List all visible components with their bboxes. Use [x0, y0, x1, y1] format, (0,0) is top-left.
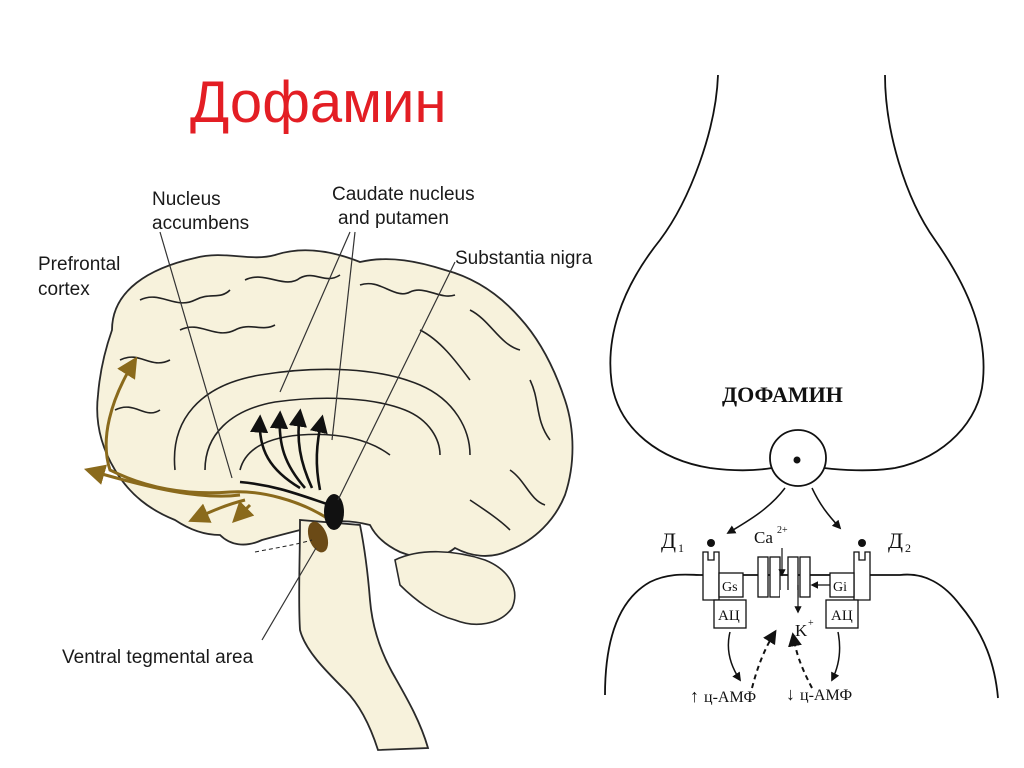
d2-label: Д: [888, 528, 903, 553]
synapse-diagram: ДОФАМИН Д 1 Gs АЦ Ca 2+ K +: [604, 74, 999, 706]
synapse-heading: ДОФАМИН: [722, 382, 843, 407]
cerebellum: [394, 550, 516, 626]
release-arrow-left: [726, 487, 786, 534]
ca-label: Ca: [754, 528, 773, 547]
slide-title: Дофамин: [190, 70, 446, 135]
d2-receptor: [825, 539, 871, 629]
d1-label: Д: [661, 528, 676, 553]
label-caudate-line2: and putamen: [338, 208, 449, 229]
nigrostriatal-pathway: [239, 408, 331, 507]
label-nucleus-line2: accumbens: [152, 213, 249, 234]
presynaptic-terminal: [609, 74, 985, 472]
gyri-lines: [114, 274, 551, 531]
d1-receptor: [702, 539, 747, 629]
label-leaders: [159, 231, 456, 641]
dashed-boundary: [254, 539, 313, 553]
dashed-arrow-right: [788, 632, 813, 689]
fornix: [239, 433, 391, 471]
gi-label: Gi: [833, 580, 847, 595]
ac-right-label: АЦ: [831, 608, 853, 624]
cerebrum-outline: [96, 249, 574, 559]
gs-label: Gs: [722, 580, 738, 595]
mesocortical-pathway: [83, 356, 331, 523]
camp-down-arrow: ↓: [786, 684, 795, 704]
camp-up-arrow: ↑: [690, 686, 699, 706]
ion-channels: [757, 556, 811, 602]
d1-sub: 1: [678, 541, 684, 555]
brain-diagram: Nucleus accumbens Caudate nucleus and pu…: [38, 184, 593, 751]
dopamine-molecule: [793, 456, 801, 464]
camp-up-arrow-path: [727, 631, 741, 682]
substantia-nigra-nucleus: [324, 494, 344, 530]
corpus-callosum-outer: [173, 368, 471, 471]
k-sup: +: [808, 618, 814, 629]
camp-up-label: ц-АМФ: [704, 689, 756, 706]
label-vta: Ventral tegmental area: [62, 647, 254, 668]
dashed-arrow-left: [751, 629, 777, 689]
brainstem: [298, 519, 430, 751]
ca-sup: 2+: [777, 525, 788, 536]
vta-nucleus: [307, 521, 329, 553]
d2-sub: 2: [905, 541, 911, 555]
label-prefrontal-line1: Prefrontal: [38, 254, 120, 275]
label-caudate-line1: Caudate nucleus: [332, 184, 475, 205]
label-nucleus-line1: Nucleus: [152, 189, 221, 210]
k-label: K: [795, 621, 808, 640]
camp-down-arrow-path: [831, 631, 841, 682]
release-arrow-right: [811, 487, 842, 530]
label-prefrontal-line2: cortex: [38, 279, 90, 300]
camp-down-label: ц-АМФ: [800, 687, 852, 704]
ac-left-label: АЦ: [718, 608, 740, 624]
label-substantia-nigra: Substantia nigra: [455, 248, 593, 269]
